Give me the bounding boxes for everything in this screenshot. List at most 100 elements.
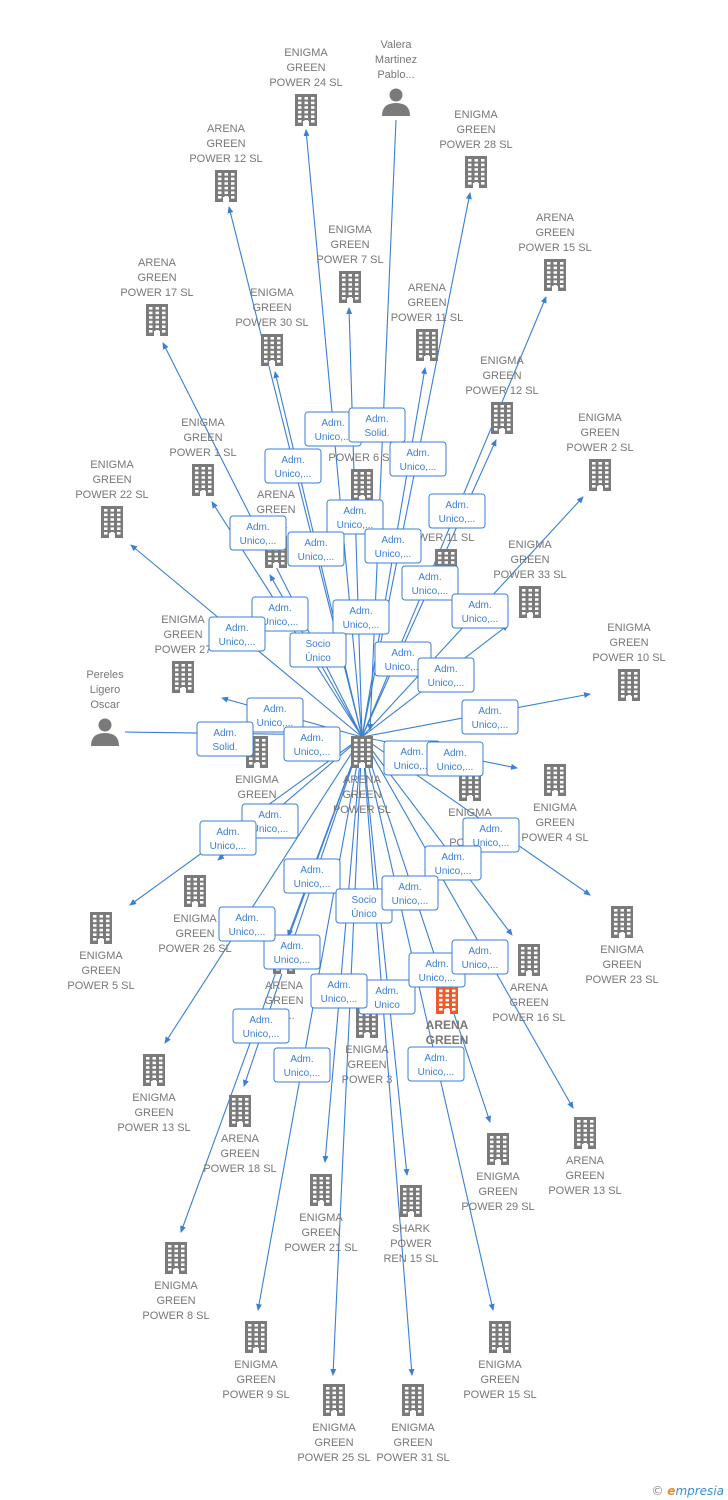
relation-tag[interactable]: Adm.Unico,... — [451, 939, 509, 975]
relation-tag[interactable]: Adm.Solid. — [196, 721, 254, 757]
relation-tag[interactable]: Adm.Unico,... — [208, 616, 266, 652]
relation-tag[interactable]: Adm.Unico,... — [424, 845, 482, 881]
building-icon — [589, 459, 611, 491]
relation-tag-text: Adm. — [290, 1054, 313, 1065]
relation-tag-text: Adm. — [445, 500, 468, 511]
node-label: GREEN — [407, 297, 446, 309]
empresia-credit[interactable]: © empresia — [651, 1484, 724, 1498]
node-label: GREEN — [92, 474, 131, 486]
building-icon — [215, 170, 237, 202]
relation-tag[interactable]: Adm.Unico,... — [408, 952, 466, 988]
node-label: ARENA — [221, 1133, 260, 1145]
relation-tag[interactable]: Adm.Unico,... — [364, 528, 422, 564]
node-label: Martinez — [375, 54, 417, 66]
relation-tag[interactable]: Adm.Unico,... — [407, 1046, 465, 1082]
relation-tag[interactable]: Adm.Solid. — [348, 407, 406, 443]
relation-tag[interactable]: Adm.Unico,... — [428, 493, 486, 529]
node-label: POWER 23 SL — [585, 974, 658, 986]
node-label: WER 11 SL — [418, 532, 475, 544]
relation-tag-text: Unico,... — [418, 1067, 455, 1078]
relation-tag[interactable]: Adm.Unico,... — [264, 448, 322, 484]
person-icon — [382, 88, 410, 116]
node-valera[interactable]: ValeraMartinezPablo... — [375, 39, 417, 116]
relation-tag[interactable]: Adm.Unico,... — [332, 599, 390, 635]
relation-tag[interactable]: Adm.Unico,... — [451, 593, 509, 629]
node-label: ENIGMA — [454, 109, 498, 121]
relation-tag[interactable]: Adm.Unico,... — [326, 499, 384, 535]
node-label: POWER 18 SL — [203, 1163, 276, 1175]
relation-tag[interactable]: Adm.Unico,... — [426, 741, 484, 777]
relation-tag-text: Adm. — [400, 747, 423, 758]
relation-tag[interactable]: Adm.Unico,... — [374, 641, 432, 677]
node-label: ENIGMA — [478, 1359, 522, 1371]
relation-tag[interactable]: Adm.Unico,... — [381, 875, 439, 911]
node-eg6[interactable]: POWER 6 SL — [328, 452, 396, 501]
relation-tag[interactable]: Adm.Unico,... — [199, 820, 257, 856]
relation-tag[interactable]: Adm.Unico,... — [462, 817, 520, 853]
node-label: Pereles — [86, 669, 124, 681]
relation-tag[interactable]: Adm.Unico,... — [251, 596, 309, 632]
node-aghl[interactable]: ARENAGREEN... — [426, 982, 469, 1062]
relation-tag[interactable]: Adm.Unico,... — [283, 726, 341, 762]
relation-tag[interactable]: Adm.Unico,... — [246, 697, 304, 733]
relation-tag-text: Unico,... — [385, 662, 422, 673]
relation-tag[interactable]: Adm.Unico,... — [287, 531, 345, 567]
node-label: ENIGMA — [533, 802, 577, 814]
building-icon — [229, 1095, 251, 1127]
relation-tag[interactable]: Adm.Unico,... — [218, 906, 276, 942]
relation-tag-text: Adm. — [443, 748, 466, 759]
building-icon — [245, 1321, 267, 1353]
relation-tag[interactable]: Adm.Unico,... — [229, 515, 287, 551]
relation-tag[interactable]: Adm.Unico,... — [389, 441, 447, 477]
relation-tag[interactable]: Adm.Unico,... — [283, 858, 341, 894]
relation-tag[interactable]: Adm.Unico,... — [304, 411, 362, 447]
node-label: ENIGMA — [284, 47, 328, 59]
relation-tag[interactable]: Adm.Unico,... — [401, 565, 459, 601]
node-label: POWER 28 SL — [439, 139, 512, 151]
relation-tag[interactable]: Adm.Unico,... — [273, 1047, 331, 1083]
relation-tag-text: Unico,... — [274, 955, 311, 966]
relation-tag[interactable]: Adm.Unico,... — [417, 657, 475, 693]
relation-tag[interactable]: Adm.Unico,... — [232, 1008, 290, 1044]
relation-tag[interactable]: Adm.Unico,... — [263, 934, 321, 970]
node-label: POWER 12 SL — [465, 385, 538, 397]
relation-tag[interactable]: Adm.Unico,... — [461, 699, 519, 735]
relation-tag[interactable]: Adm.Unico,... — [310, 973, 368, 1009]
